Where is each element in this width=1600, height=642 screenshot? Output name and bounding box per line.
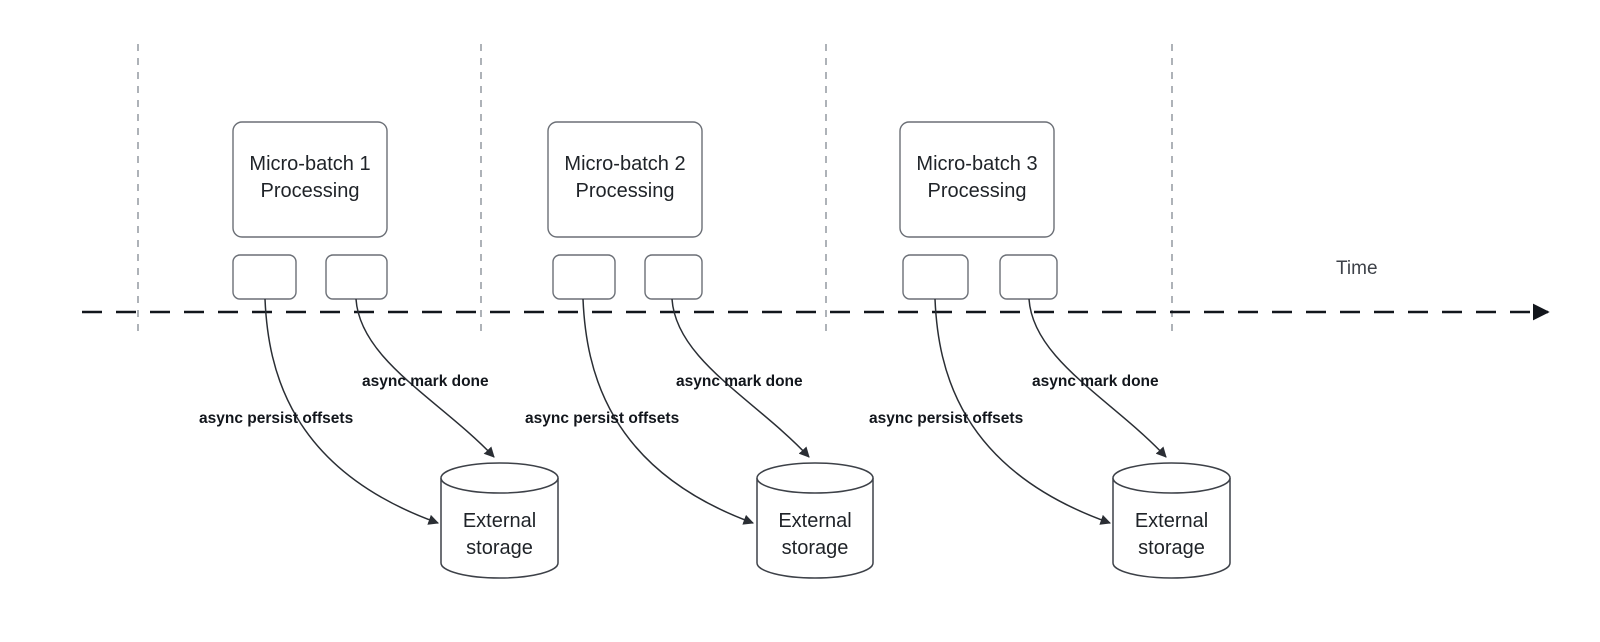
time-axis-label: Time bbox=[1336, 258, 1378, 279]
group-3: Micro-batch 3 Processing async persist o… bbox=[869, 121, 1231, 579]
micro-batch-2-label-line1: Micro-batch 2 bbox=[564, 153, 685, 175]
micro-batch-3-label-line1: Micro-batch 3 bbox=[916, 153, 1037, 175]
g1-persist-offsets-arrow bbox=[264, 298, 439, 525]
g3-mark-done-arrow bbox=[1028, 298, 1167, 458]
g3-mark-done-label: async mark done bbox=[1032, 373, 1159, 390]
g3-external-storage-cylinder[interactable] bbox=[1112, 462, 1231, 579]
group-2: Micro-batch 2 Processing async persist o… bbox=[525, 121, 874, 579]
micro-batch-2-label-line2: Processing bbox=[576, 180, 675, 202]
group-1: Micro-batch 1 Processing async persist o… bbox=[199, 121, 559, 579]
g2-persist-offsets-label: async persist offsets bbox=[525, 410, 679, 427]
g1-storage-label-line1: External bbox=[463, 510, 536, 532]
g1-persist-offsets-label: async persist offsets bbox=[199, 410, 353, 427]
g2-mark-done-label: async mark done bbox=[676, 373, 803, 390]
timeline-tick-lines bbox=[137, 44, 1173, 334]
g1-mark-done-arrow bbox=[355, 298, 495, 458]
g3-task-box-a[interactable] bbox=[902, 254, 969, 300]
g2-task-box-b[interactable] bbox=[644, 254, 703, 300]
g1-task-box-b[interactable] bbox=[325, 254, 388, 300]
micro-batch-1-box[interactable] bbox=[232, 121, 388, 238]
micro-batch-2-box[interactable] bbox=[547, 121, 703, 238]
g3-storage-label-line2: storage bbox=[1138, 537, 1205, 559]
g1-mark-done-label: async mark done bbox=[362, 373, 489, 390]
g3-storage-label-line1: External bbox=[1135, 510, 1208, 532]
g1-task-box-a[interactable] bbox=[232, 254, 297, 300]
g2-task-box-a[interactable] bbox=[552, 254, 616, 300]
micro-batch-1-label-line2: Processing bbox=[261, 180, 360, 202]
g1-storage-label-line2: storage bbox=[466, 537, 533, 559]
micro-batch-3-label-line2: Processing bbox=[928, 180, 1027, 202]
g2-storage-label-line2: storage bbox=[782, 537, 849, 559]
g3-persist-offsets-label: async persist offsets bbox=[869, 410, 1023, 427]
g3-task-box-b[interactable] bbox=[999, 254, 1058, 300]
micro-batch-1-label-line1: Micro-batch 1 bbox=[249, 153, 370, 175]
g3-persist-offsets-arrow bbox=[934, 298, 1111, 525]
time-axis: Time bbox=[82, 258, 1550, 321]
micro-batch-3-box[interactable] bbox=[899, 121, 1055, 238]
g1-external-storage-cylinder[interactable] bbox=[440, 462, 559, 579]
g2-mark-done-arrow bbox=[671, 298, 810, 458]
g2-external-storage-cylinder[interactable] bbox=[756, 462, 874, 579]
g2-storage-label-line1: External bbox=[778, 510, 851, 532]
g2-persist-offsets-arrow bbox=[582, 298, 754, 525]
